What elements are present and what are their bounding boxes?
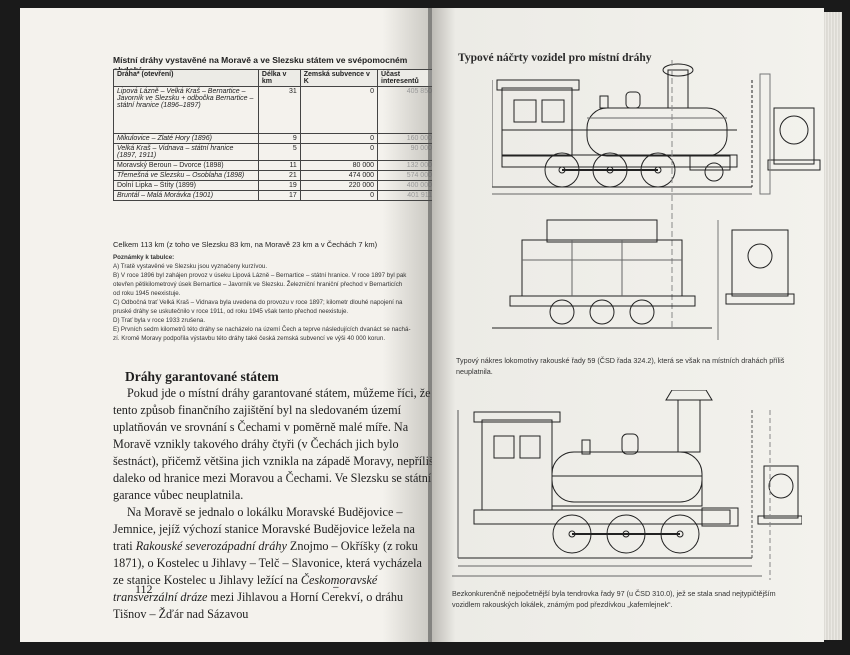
col-header-route: Dráha* (otevření) [113, 69, 259, 87]
left-page: Místní dráhy vystavěné na Moravě a ve Sl… [20, 8, 432, 642]
participation-cell: 401 911 [377, 190, 432, 201]
para2-text-a: Na Moravě se jednalo o lokálku Moravské … [113, 505, 415, 553]
length-cell: 21 [257, 170, 301, 181]
length-cell: 5 [257, 143, 301, 161]
route-cell: Lipová Lázně – Velká Kraš – Bernartice –… [113, 86, 259, 134]
para2-italic-b: Českomoravské transverzální dráze [113, 573, 378, 604]
table-header-row: Dráha* (otevření) Délka v km Zemská subv… [113, 69, 432, 87]
route-cell: Třemešná ve Slezsku – Osoblaha (1898) [113, 170, 259, 181]
subsidy-cell: 474 000 [299, 170, 379, 181]
caption-loco-97: Bezkonkurenčně nejpočetnější byla tendro… [452, 589, 776, 609]
subsidy-cell: 0 [299, 190, 379, 201]
note-line: D) Trať byla v roce 1933 zrušena. [113, 317, 206, 324]
participation-cell: 400 000 [377, 180, 432, 191]
railway-table: Dráha* (otevření) Délka v km Zemská subv… [113, 69, 432, 201]
subsidy-cell: 0 [299, 133, 379, 144]
length-cell: 19 [257, 180, 301, 191]
participation-cell: 90 000 [377, 143, 432, 161]
length-cell: 17 [257, 190, 301, 201]
length-cell: 31 [257, 86, 301, 134]
route-cell: Mikulovice – Zlaté Hory (1896) [113, 133, 259, 144]
locomotive-97-drawing [452, 390, 802, 580]
locomotive-59-drawing [492, 60, 821, 340]
subsidy-cell: 220 000 [299, 180, 379, 191]
table-row: Velká Kraš – Vidnava – státní hranice (1… [113, 143, 432, 161]
table-row: Lipová Lázně – Velká Kraš – Bernartice –… [113, 86, 432, 134]
paragraph-1: Pokud jde o místní dráhy garantované stá… [113, 386, 432, 502]
body-text: Pokud jde o místní dráhy garantované stá… [113, 385, 432, 623]
route-cell: Velká Kraš – Vidnava – státní hranice (1… [113, 143, 259, 161]
note-line: C) Odbočná trať Velká Kraš – Vidnava byl… [113, 299, 403, 306]
subsidy-cell: 80 000 [299, 160, 379, 171]
route-cell: Bruntál – Malá Morávka (1901) [113, 190, 259, 201]
length-cell: 11 [257, 160, 301, 171]
note-line: pruské dráhy se uskutečnilo v roce 1911,… [113, 308, 349, 315]
note-line: E) Prvních sedm kilometrů této dráhy se … [113, 326, 411, 333]
table-notes: Poznámky k tabulce: A) Tratě vystavěné v… [113, 253, 432, 343]
participation-cell: 132 000 [377, 160, 432, 171]
note-line: B) V roce 1896 byl zahájen provoz v úsek… [113, 272, 407, 279]
route-cell: Dolní Lipka – Štíty (1899) [113, 180, 259, 191]
right-page-title: Typové náčrty vozidel pro místní dráhy [458, 52, 652, 64]
table-row: Bruntál – Malá Morávka (1901) 17 0 401 9… [113, 190, 432, 201]
table-total: Celkem 113 km (z toho ve Slezsku 83 km, … [113, 240, 378, 249]
participation-cell: 405 850 [377, 86, 432, 134]
note-line: zí. Kromě Moravy podpořila výstavbu této… [113, 335, 386, 342]
caption-loco-59: Typový nákres lokomotivy rakouské řady 5… [456, 356, 785, 376]
note-line: otevřen pětikilometrový úsek Bernartice … [113, 281, 403, 288]
length-cell: 9 [257, 133, 301, 144]
table-row: Třemešná ve Slezsku – Osoblaha (1898) 21… [113, 170, 432, 181]
para2-italic-a: Rakouské severozápadní dráhy [135, 539, 287, 553]
notes-heading: Poznámky k tabulce: [113, 254, 175, 261]
subsidy-cell: 0 [299, 143, 379, 161]
page-number: 112 [135, 582, 153, 596]
col-header-subsidy: Zemská subvence v K [299, 69, 379, 87]
para2-text-c: mezi Jihlavou a Horní Cerekví, o dráhu T… [113, 590, 404, 621]
participation-cell: 574 000 [377, 170, 432, 181]
note-line: od roku 1945 neexistuje. [113, 290, 181, 297]
section-heading: Dráhy garantované státem [125, 369, 279, 384]
para2-text-b: Znojmo – Okříšky (z roku 1871), o Kostel… [113, 539, 422, 587]
right-page: Typové náčrty vozidel pro místní dráhy [432, 8, 824, 642]
route-cell: Moravský Beroun – Dvorce (1898) [113, 160, 259, 171]
col-header-participation: Účast interesentů [377, 69, 432, 87]
footer-mark: – [333, 582, 339, 593]
subsidy-cell: 0 [299, 86, 379, 134]
table-row: Dolní Lipka – Štíty (1899) 19 220 000 40… [113, 180, 432, 191]
page-edges [824, 12, 842, 640]
col-header-length: Délka v km [257, 69, 301, 87]
paragraph-2: Na Moravě se jednalo o lokálku Moravské … [113, 504, 432, 623]
table-row: Mikulovice – Zlaté Hory (1896) 9 0 160 0… [113, 133, 432, 144]
participation-cell: 160 000 [377, 133, 432, 144]
table-row: Moravský Beroun – Dvorce (1898) 11 80 00… [113, 160, 432, 171]
note-line: A) Tratě vystavěné ve Slezsku jsou vyzna… [113, 263, 268, 270]
